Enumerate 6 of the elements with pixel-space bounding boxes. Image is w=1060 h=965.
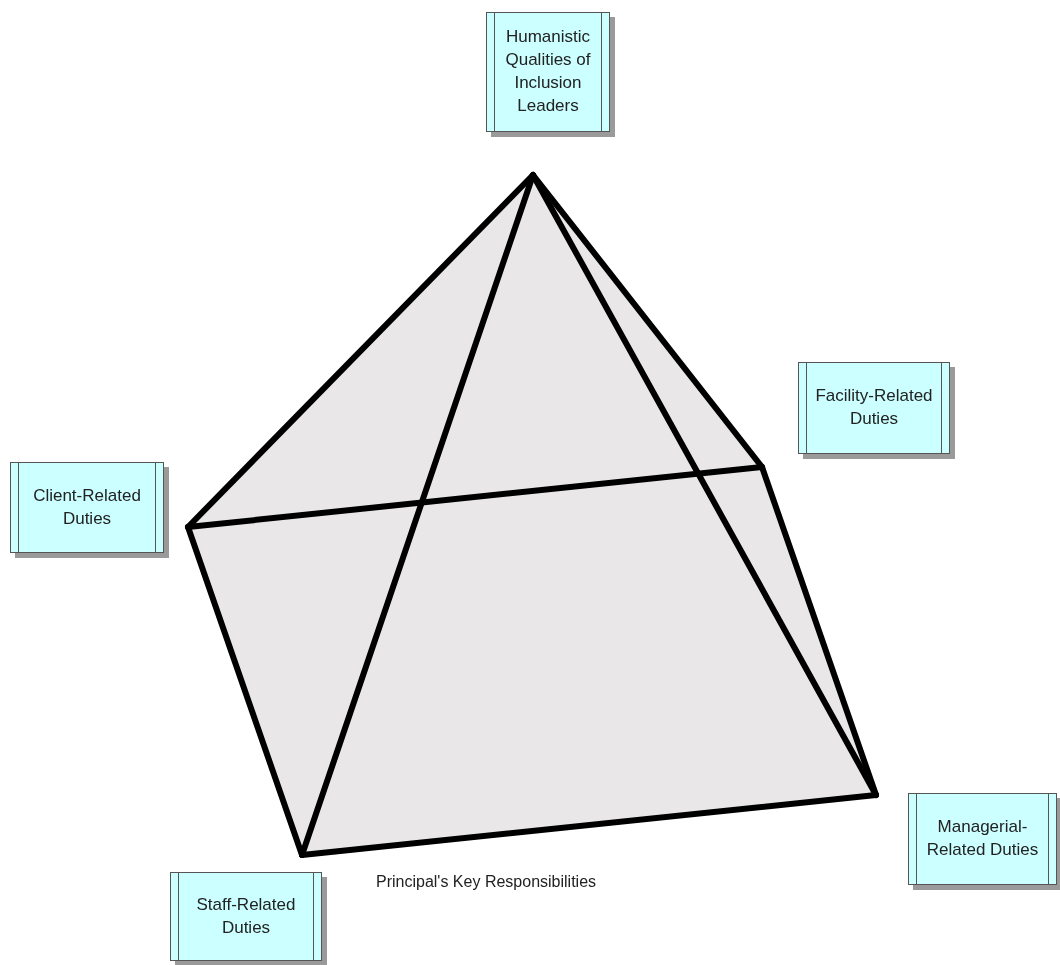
box-label: Staff-Related Duties [195, 893, 297, 939]
box-label: Facility-Related Duties [814, 385, 934, 430]
box-label: Humanistic Qualities of Inclusion Leaders [504, 26, 592, 117]
box-label: Managerial-Related Duties [925, 816, 1040, 861]
box-label: Client-Related Duties [32, 484, 142, 530]
caption-label: Principal's Key Responsibilities [376, 872, 597, 892]
